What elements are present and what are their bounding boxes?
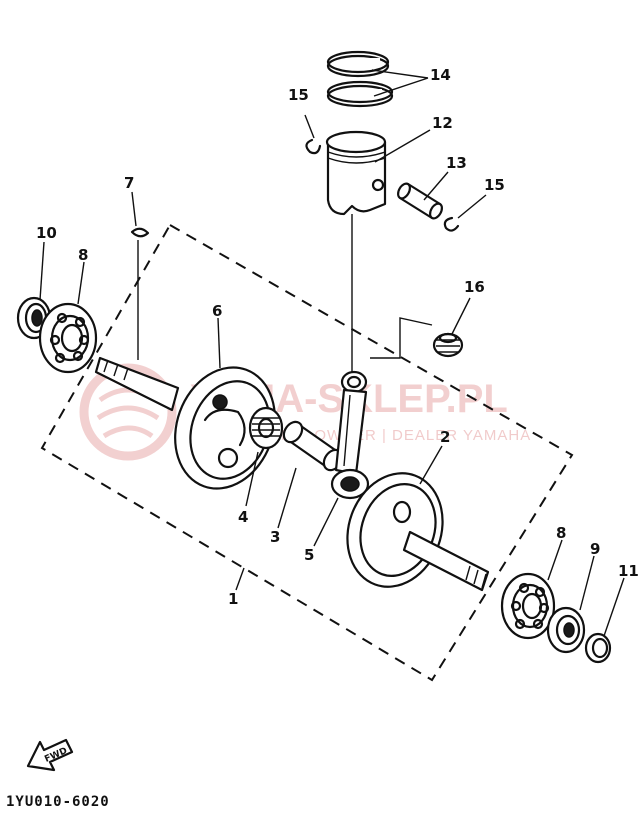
crank-half-left — [94, 356, 276, 490]
spacer — [584, 632, 612, 664]
leader-lines — [39, 69, 625, 637]
part-label-2: 2 — [440, 428, 450, 446]
part-label-10: 10 — [36, 224, 57, 242]
part-label-7: 7 — [124, 174, 134, 192]
small-end-bearing — [432, 332, 464, 358]
part-label-6: 6 — [212, 302, 222, 320]
part-label-5: 5 — [304, 546, 314, 564]
oil-seal-right — [546, 606, 586, 654]
part-label-15-right: 15 — [484, 176, 505, 194]
piston-rings — [326, 50, 394, 108]
part-label-16: 16 — [464, 278, 485, 296]
part-label-13: 13 — [446, 154, 467, 172]
part-label-12: 12 — [432, 114, 453, 132]
part-label-3: 3 — [270, 528, 280, 546]
drawing-code: 1YU010-6020 — [6, 794, 110, 810]
part-label-1: 1 — [228, 590, 238, 608]
part-label-11: 11 — [618, 562, 638, 580]
circlip-left — [305, 138, 322, 155]
part-label-8-right: 8 — [556, 524, 566, 542]
woodruff-key — [130, 227, 150, 238]
piston-pin — [397, 182, 443, 220]
crank-half-right — [346, 472, 490, 592]
watermark-tagline: WYNIK OWNER | DEALER YAMAHA — [255, 427, 531, 444]
part-label-9: 9 — [590, 540, 600, 558]
part-label-15-left: 15 — [288, 86, 309, 104]
piston — [325, 130, 387, 216]
part-label-14: 14 — [430, 66, 451, 84]
forward-arrow-icon: FWD — [26, 738, 74, 772]
bearing-right — [500, 572, 556, 640]
big-end-bearing — [248, 406, 284, 450]
connecting-rod — [330, 370, 370, 500]
bearing-alignment-line — [370, 317, 433, 359]
crankshaft-assembly-boundary — [40, 223, 574, 682]
part-label-8-left: 8 — [78, 246, 88, 264]
part-label-4: 4 — [238, 508, 248, 526]
bearing-left — [38, 302, 98, 374]
circlip-right — [443, 216, 460, 232]
